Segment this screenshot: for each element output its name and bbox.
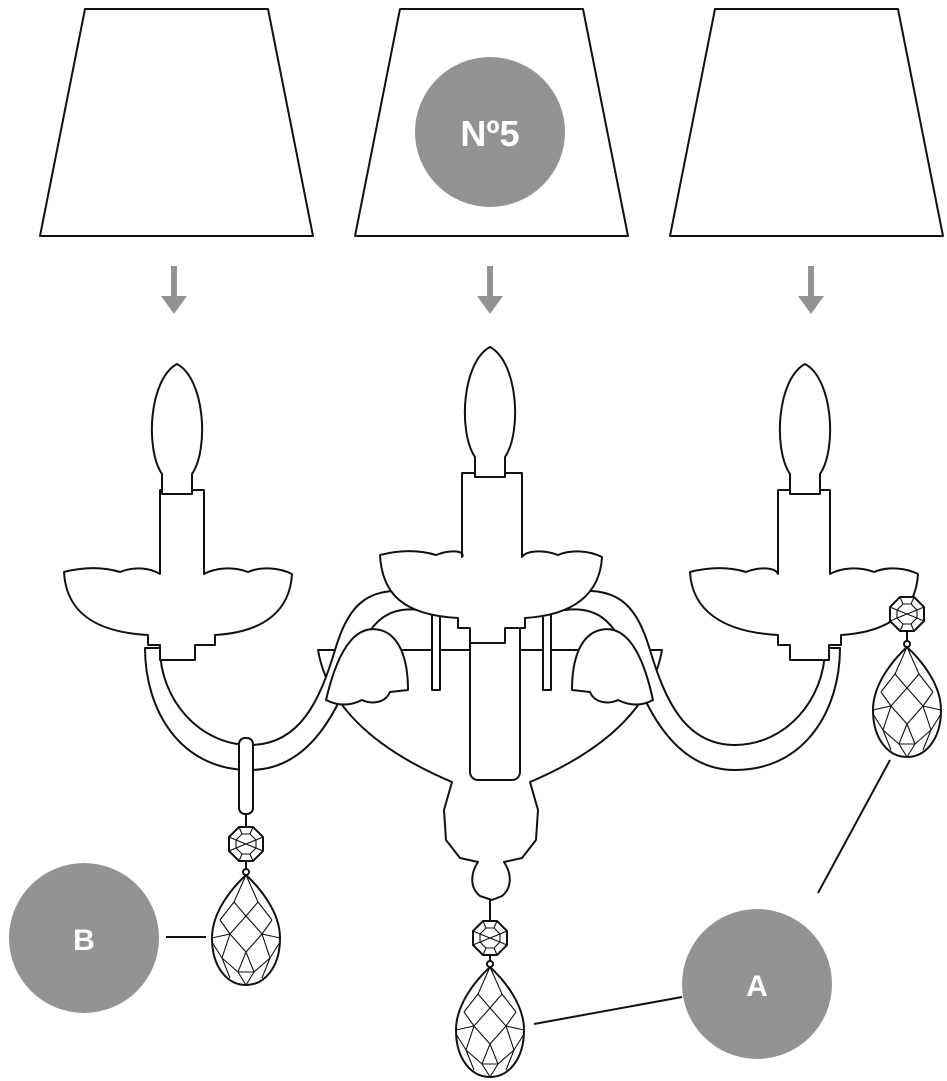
candle-bulb-left-icon (150, 363, 204, 495)
down-arrow-icon (161, 266, 187, 314)
callout-b: B (9, 863, 206, 1013)
candle-bulb-center-icon (463, 346, 517, 478)
pendant-center (455, 899, 525, 1078)
shade-right (669, 8, 944, 237)
chandelier-frame (63, 472, 919, 901)
callout-a-label: A (746, 970, 768, 1003)
callout-b-label: B (73, 924, 95, 957)
pendant-right (872, 596, 942, 758)
candle-bulb-right-icon (778, 363, 832, 495)
pendant-b (211, 737, 281, 986)
shade-number-label: Nº5 (460, 113, 519, 154)
down-arrow-icon (477, 266, 503, 314)
down-arrow-icon (798, 266, 824, 314)
shade-number-badge: Nº5 (415, 57, 565, 207)
callout-a: A (533, 759, 891, 1059)
shade-left (39, 8, 314, 237)
